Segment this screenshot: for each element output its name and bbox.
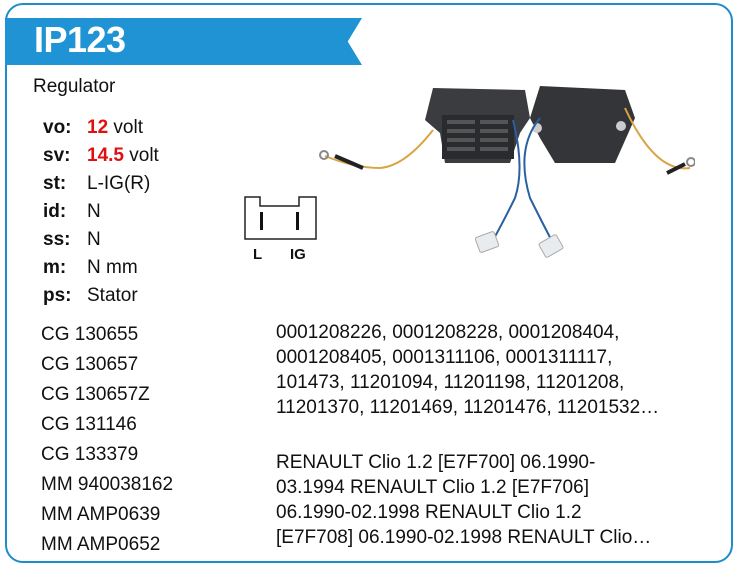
spec-value: Stator [87,285,138,306]
spec-key: sv: [43,145,71,166]
spec-value: N [87,229,101,250]
product-title: IP123 [34,19,126,60]
application-line: 03.1994 RENAULT Clio 1.2 [E7F706] [276,477,589,498]
pin-label-l: L [253,246,263,263]
spec-ss: ss: N [43,226,101,254]
oem-numbers-line: 0001208226, 0001208228, 0001208404, [276,322,620,343]
spec-value: L-IG(R) [87,173,151,194]
product-card [5,3,733,563]
spec-key: m: [43,257,67,278]
title-banner [5,18,362,65]
cross-code-item: CG 130655 [41,324,139,345]
spec-id: id: N [43,198,101,226]
spec-key: vo: [43,117,72,138]
connector-diagram-icon [244,196,317,240]
application-line: RENAULT Clio 1.2 [E7F700] 06.1990- [276,452,596,473]
spec-key: ps: [43,285,72,306]
cross-code-item: CG 130657 [41,354,139,375]
oem-numbers-line: 0001208405, 0001311106, 0001311117, [276,347,613,368]
application-line: 06.1990-02.1998 RENAULT Clio 1.2 [276,502,582,523]
spec-vo: vo: 12 volt [43,114,143,142]
application-line: [E7F708] 06.1990-02.1998 RENAULT Clio… [276,527,652,548]
cross-code-item: CG 130657Z [41,384,150,405]
cross-code-item: MM AMP0652 [41,534,161,555]
cross-code-item: MM AMP0639 [41,504,161,525]
cross-code-item: MM 940038162 [41,474,174,495]
regulator-photo [319,86,695,258]
cross-code-item: CG 133379 [41,444,139,465]
spec-value: 14.5 [87,145,124,166]
oem-numbers-line: 101473, 11201094, 11201198, 11201208, [276,372,625,393]
spec-value: N [87,201,101,222]
spec-st: st: L-IG(R) [43,170,150,198]
oem-numbers-line: 11201370, 11201469, 11201476, 11201532… [276,397,660,418]
product-type: Regulator [33,76,116,97]
spec-key: id: [43,201,67,222]
spec-sv: sv: 14.5 volt [43,142,159,170]
pin-label-ig: IG [290,246,306,263]
spec-unit: volt [123,145,159,166]
spec-value: N mm [87,257,138,278]
spec-m: m: N mm [43,254,138,282]
spec-ps: ps: Stator [43,282,138,310]
spec-key: ss: [43,229,71,250]
spec-key: st: [43,173,67,194]
spec-unit: volt [108,117,143,138]
spec-value: 12 [87,117,109,138]
cross-code-item: CG 131146 [41,414,137,435]
